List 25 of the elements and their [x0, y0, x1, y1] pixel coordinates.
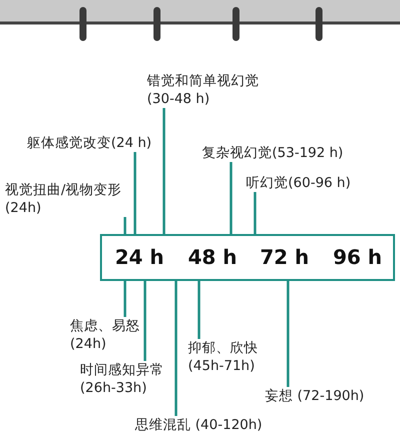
connector-line — [162, 108, 166, 234]
event-label: 错觉和简单视幻觉 (30-48 h) — [147, 72, 261, 108]
connector-line — [230, 162, 232, 234]
connector-line — [124, 281, 126, 317]
event-label: 复杂视幻觉(53-192 h) — [202, 144, 344, 162]
event-label: 思维混乱 (40-120h) — [135, 416, 262, 434]
event-label: 躯体感觉改变(24 h) — [27, 134, 152, 152]
event-label: 抑郁、欣快 (45h-71h) — [188, 339, 262, 375]
connector-line — [286, 281, 290, 387]
connector-line — [174, 281, 178, 416]
hour-label: 48 h — [188, 245, 238, 269]
connector-line — [254, 192, 256, 234]
connector-line — [144, 281, 146, 361]
event-label: 焦虑、易怒 (24h) — [70, 317, 142, 353]
hour-label: 96 h — [333, 245, 382, 269]
event-label: 听幻觉(60-96 h) — [246, 174, 351, 192]
event-label: 妄想 (72-190h) — [265, 387, 364, 405]
event-label: 时间感知异常 (26h-33h) — [80, 361, 166, 397]
connector-line — [198, 281, 200, 339]
event-label: 视觉扭曲/视物变形 (24h) — [5, 181, 127, 217]
timeline-box — [100, 234, 395, 281]
hour-label: 24 h — [115, 245, 164, 269]
connector-line — [124, 217, 126, 234]
connector-line — [134, 152, 136, 234]
hour-label: 72 h — [260, 245, 310, 269]
